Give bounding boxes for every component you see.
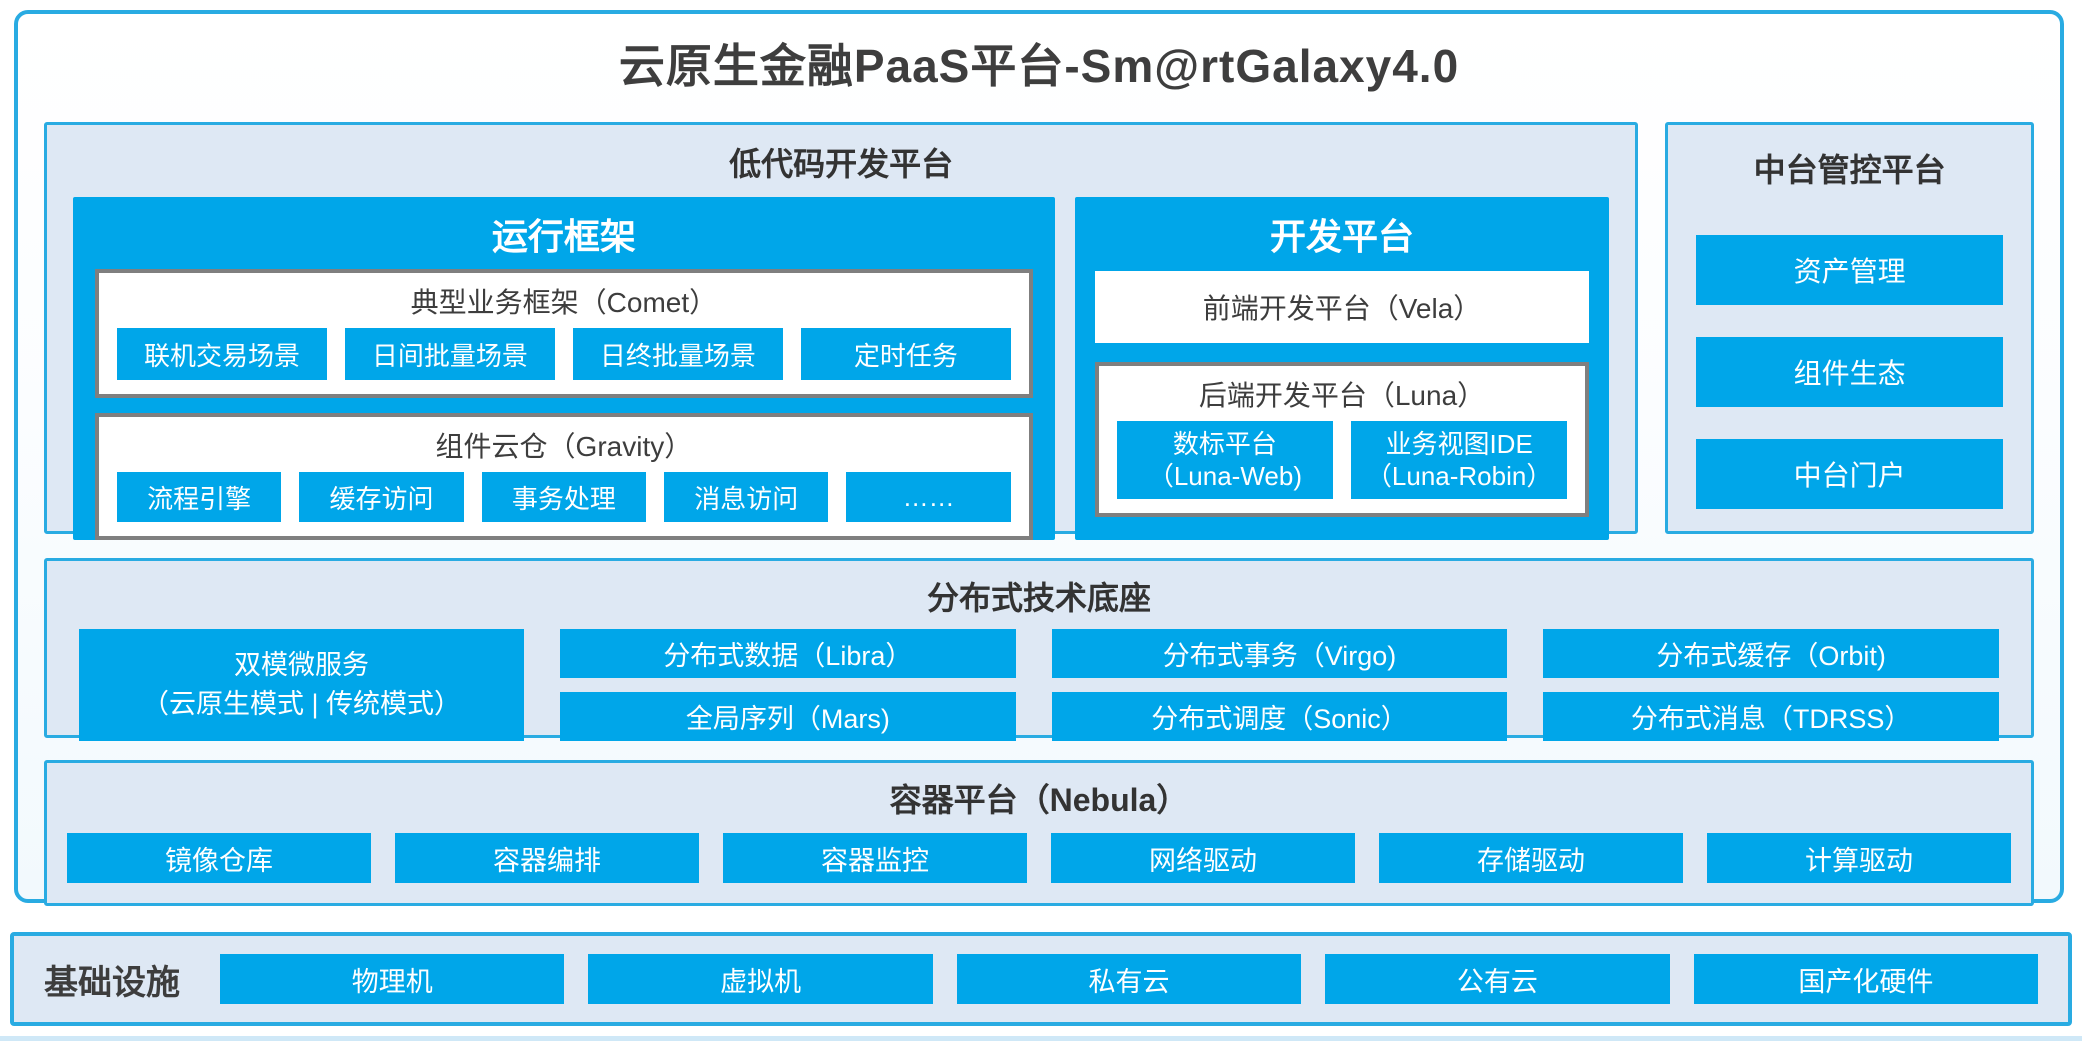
box-transaction-processing: 事务处理 (481, 472, 647, 522)
mid-platform-panel: 中台管控平台 资产管理 组件生态 中台门户 (1665, 122, 2034, 534)
box-distributed-data-libra: 分布式数据（Libra） (560, 629, 1016, 678)
container-items-row: 镜像仓库 容器编排 容器监控 网络驱动 存储驱动 计算驱动 (47, 833, 2031, 883)
box-message-access: 消息访问 (664, 472, 829, 522)
box-global-sequence-mars: 全局序列（Mars) (560, 692, 1016, 741)
lowcode-body: 运行框架 典型业务框架（Comet） 联机交易场景 日间批量场景 日终批量场景 … (47, 193, 1635, 557)
box-eod-batch: 日终批量场景 (572, 328, 783, 380)
comet-items-row: 联机交易场景 日间批量场景 日终批量场景 定时任务 (99, 328, 1029, 394)
container-platform-panel: 容器平台（Nebula） 镜像仓库 容器编排 容器监控 网络驱动 存储驱动 计算… (44, 760, 2034, 906)
box-distributed-transaction-virgo: 分布式事务（Virgo) (1051, 629, 1508, 678)
box-distributed-message-tdrss: 分布式消息（TDRSS） (1543, 692, 2000, 741)
box-virtual-machine: 虚拟机 (588, 954, 933, 1004)
infrastructure-bar: 基础设施 物理机 虚拟机 私有云 公有云 国产化硬件 (10, 932, 2072, 1026)
box-asset-management: 资产管理 (1696, 235, 2003, 305)
distributed-base-panel: 分布式技术底座 双模微服务 （云原生模式 | 传统模式） 分布式数据（Libra… (44, 558, 2034, 741)
gravity-repo-title: 组件云仓（Gravity） (435, 431, 693, 462)
luna-robin-line1: 业务视图IDE (1385, 428, 1533, 459)
box-more-ellipsis: …… (846, 472, 1011, 522)
dev-platform-title: 开发平台 (1270, 216, 1415, 257)
box-compute-driver: 计算驱动 (1707, 833, 2011, 883)
box-domestic-hardware: 国产化硬件 (1693, 954, 2039, 1004)
comet-framework-box: 典型业务框架（Comet） 联机交易场景 日间批量场景 日终批量场景 定时任务 (95, 269, 1033, 398)
mid-platform-title: 中台管控平台 (1753, 152, 1946, 188)
box-luna-web: 数标平台 （Luna-Web) (1116, 421, 1334, 499)
box-storage-driver: 存储驱动 (1379, 833, 1683, 883)
luna-web-line1: 数标平台 (1172, 428, 1277, 459)
box-distributed-cache-orbit: 分布式缓存（Orbit) (1543, 629, 2000, 678)
luna-items-row: 数标平台 （Luna-Web) 业务视图IDE （Luna-Robin） (1099, 421, 1585, 513)
box-luna-robin: 业务视图IDE （Luna-Robin） (1351, 421, 1568, 499)
box-distributed-scheduling-sonic: 分布式调度（Sonic） (1051, 692, 1508, 741)
box-cache-access: 缓存访问 (299, 472, 464, 522)
luna-backend-box: 后端开发平台（Luna） 数标平台 （Luna-Web) 业务视图IDE （Lu… (1094, 362, 1590, 517)
box-image-registry: 镜像仓库 (67, 833, 371, 883)
bottom-edge-strip (0, 1036, 2082, 1041)
luna-web-line2: （Luna-Web) (1147, 461, 1302, 491)
box-scheduled-task: 定时任务 (800, 328, 1011, 380)
gravity-items-row: 流程引擎 缓存访问 事务处理 消息访问 …… (99, 472, 1029, 536)
comet-framework-title: 典型业务框架（Comet） (410, 287, 718, 318)
box-network-driver: 网络驱动 (1051, 833, 1355, 883)
distributed-col-1: 分布式数据（Libra） 全局序列（Mars) (560, 629, 1016, 741)
distributed-col-2: 分布式事务（Virgo) 分布式调度（Sonic） (1051, 629, 1508, 741)
dual-mode-line1: 双模微服务 (234, 649, 369, 680)
box-daytime-batch: 日间批量场景 (344, 328, 555, 380)
page-title: 云原生金融PaaS平台-Sm@rtGalaxy4.0 (618, 40, 1460, 92)
lowcode-platform-panel: 低代码开发平台 运行框架 典型业务框架（Comet） 联机交易场景 日间批量场景… (44, 122, 1639, 540)
upper-row: 低代码开发平台 运行框架 典型业务框架（Comet） 联机交易场景 日间批量场景… (44, 122, 2034, 540)
luna-robin-line2: （Luna-Robin） (1365, 461, 1553, 491)
dev-platform-panel: 开发平台 前端开发平台（Vela） 后端开发平台（Luna） 数标平台 （Lun… (1074, 197, 1610, 540)
box-dual-mode-microservice: 双模微服务 （云原生模式 | 传统模式） (79, 629, 524, 741)
lowcode-platform-title: 低代码开发平台 (729, 146, 954, 182)
gravity-repo-box: 组件云仓（Gravity） 流程引擎 缓存访问 事务处理 消息访问 …… (95, 413, 1033, 540)
box-physical-machine: 物理机 (220, 954, 565, 1004)
container-platform-title: 容器平台（Nebula） (889, 782, 1189, 818)
runtime-framework-title: 运行框架 (491, 216, 636, 257)
box-component-ecosystem: 组件生态 (1696, 337, 2003, 407)
runtime-framework-panel: 运行框架 典型业务框架（Comet） 联机交易场景 日间批量场景 日终批量场景 … (73, 197, 1055, 540)
box-container-orchestration: 容器编排 (395, 833, 699, 883)
distributed-base-title: 分布式技术底座 (926, 580, 1151, 616)
box-public-cloud: 公有云 (1325, 954, 1670, 1004)
box-container-monitoring: 容器监控 (723, 833, 1027, 883)
box-process-engine: 流程引擎 (117, 472, 282, 522)
box-frontend-dev-platform-vela: 前端开发平台（Vela） (1094, 271, 1590, 343)
platform-frame: 云原生金融PaaS平台-Sm@rtGalaxy4.0 低代码开发平台 运行框架 … (14, 10, 2064, 906)
distributed-col-3: 分布式缓存（Orbit) 分布式消息（TDRSS） (1543, 629, 2000, 741)
luna-backend-title: 后端开发平台（Luna） (1198, 380, 1486, 411)
infrastructure-title: 基础设施 (44, 963, 180, 1002)
box-midplatform-portal: 中台门户 (1696, 439, 2003, 509)
box-private-cloud: 私有云 (956, 954, 1302, 1004)
distributed-body: 双模微服务 （云原生模式 | 传统模式） 分布式数据（Libra） 全局序列（M… (47, 629, 2031, 741)
box-online-transaction: 联机交易场景 (117, 328, 327, 380)
dual-mode-line2: （云原生模式 | 传统模式） (141, 689, 462, 719)
